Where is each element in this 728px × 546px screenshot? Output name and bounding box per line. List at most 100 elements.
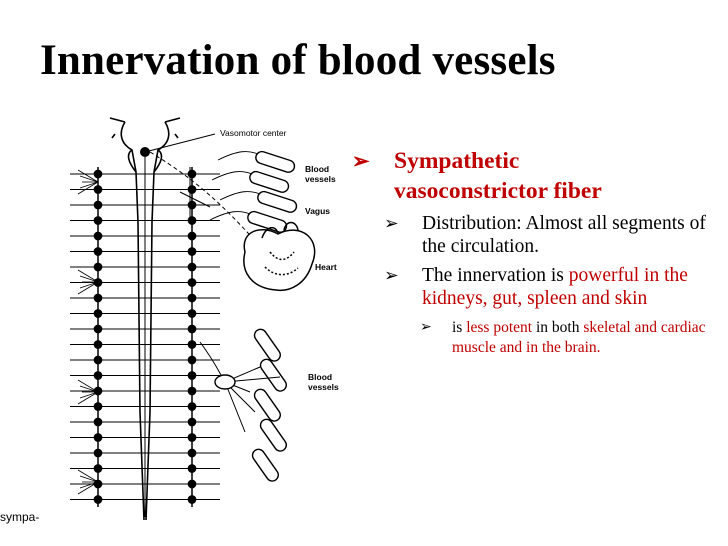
ganglion-dot — [93, 433, 103, 442]
ganglion-dot — [93, 231, 103, 241]
innervation-text: The innervation is — [422, 265, 569, 286]
nerve-ending — [79, 181, 99, 189]
vessel-icon — [257, 190, 298, 213]
bullet-arrow-icon: ➢ — [384, 265, 399, 285]
ganglion-dot — [187, 479, 197, 489]
nerve-ending — [77, 181, 99, 195]
ganglion-dot — [93, 324, 103, 334]
sub-text-2: in both — [532, 319, 584, 336]
vessel-icon — [253, 328, 281, 362]
ganglion-dot — [187, 448, 197, 458]
ganglion-dot — [187, 169, 197, 179]
label-blood-vessels-top-1: Blood — [305, 164, 329, 174]
nerve-ending — [77, 281, 99, 295]
ganglion-dot — [187, 433, 197, 442]
ganglion-dot — [187, 247, 197, 256]
ganglion-dot — [187, 402, 197, 411]
vessel-icon — [259, 418, 287, 452]
vessel-icon — [249, 170, 290, 193]
bullet-less-potent: ➢ is less potent in both skeletal and ca… — [420, 318, 722, 358]
slide-title: Innervation of blood vessels — [40, 37, 556, 84]
ganglion-dot — [187, 293, 197, 303]
nerve-ending — [79, 475, 99, 483]
corner-caption: sympa- — [0, 510, 40, 524]
ganglion-dot — [187, 216, 197, 225]
ganglion-dot — [93, 464, 103, 473]
ganglion-dot — [93, 216, 103, 225]
nerve-ending — [77, 391, 99, 405]
ganglion-dot — [187, 386, 197, 396]
vessel-icon — [259, 358, 287, 392]
ganglion-dot — [187, 231, 197, 241]
bullet-arrow-icon: ➢ — [352, 149, 370, 173]
nerve-ending — [79, 275, 99, 283]
vessel-icon — [251, 448, 279, 482]
ganglion-dot — [93, 417, 103, 427]
ganglion-dot — [93, 355, 103, 365]
nerve-to-vessel — [209, 211, 251, 221]
vessel-icon — [255, 150, 296, 173]
ganglion-dot — [187, 262, 197, 272]
label-blood-vessels-top-2: vessels — [305, 174, 336, 184]
ganglion-dot — [187, 185, 197, 194]
ganglion-dot — [93, 200, 103, 210]
ganglion-dot — [93, 448, 103, 458]
ganglion-dot — [93, 169, 103, 179]
ganglion-icon — [214, 374, 236, 390]
label-blood-vessels-bottom-1: Blood — [308, 372, 332, 382]
bullet-innervation: ➢ The innervation is powerful in the kid… — [382, 264, 722, 310]
bullet-arrow-icon: ➢ — [384, 213, 399, 233]
blood-vessels — [209, 150, 298, 482]
content-bullets: ➢ Sympathetic vasoconstrictor fiber ➢ Di… — [352, 146, 722, 358]
ganglion-dot — [187, 200, 197, 210]
vasomotor-pointer — [144, 133, 216, 153]
nerve-ending — [77, 269, 99, 283]
ganglion-dot — [93, 293, 103, 303]
sympathetic-chains — [70, 167, 220, 507]
nerve-ending — [77, 481, 99, 495]
ganglion-dot — [187, 340, 197, 349]
ganglion-dot — [187, 309, 197, 318]
ganglion-dot — [93, 185, 103, 194]
ganglion-dot — [93, 262, 103, 272]
vessel-icon — [247, 210, 288, 233]
heading-line-1: Sympathetic — [394, 148, 520, 174]
ganglion-dot — [187, 417, 197, 427]
innervation-highlight: powerful in the kidneys, gut, spleen and… — [422, 265, 688, 309]
label-blood-vessels-bottom-2: vessels — [308, 382, 339, 392]
heart-icon — [243, 221, 316, 292]
nerve-ending — [77, 379, 99, 393]
ganglion-dot — [187, 371, 197, 380]
ganglion-dot — [187, 278, 197, 287]
ganglion-dot — [93, 340, 103, 349]
ganglion-dot — [187, 324, 197, 334]
nerve-ending — [79, 281, 99, 289]
nerve-ending — [77, 469, 99, 483]
label-vasomotor-center: Vasomotor center — [220, 128, 287, 138]
nerve-ending — [79, 385, 99, 393]
sub-text-1: is — [452, 319, 467, 336]
diagram-svg: Vasomotor center Blood vessels Vagus Hea… — [70, 117, 339, 521]
nerve-ending — [79, 481, 99, 489]
sub-highlight-2: skeletal and cardiac muscle and in the b… — [452, 319, 706, 356]
heading-line-2: vasoconstrictor fiber — [394, 178, 602, 204]
ganglion-dot — [187, 464, 197, 473]
nerve-to-vessel — [211, 171, 253, 181]
nerve-ending — [77, 169, 99, 183]
nerve-to-vessel — [217, 151, 259, 161]
ganglion-dot — [93, 402, 103, 411]
bullet-sympathetic: ➢ Sympathetic vasoconstrictor fiber — [352, 146, 722, 206]
ganglion-dot — [93, 371, 103, 380]
nerve-ending — [79, 175, 99, 183]
ganglion-dot — [93, 495, 103, 504]
ganglion-dot — [187, 355, 197, 365]
sub-highlight-1: less potent — [466, 319, 533, 336]
bullet-distribution: ➢ Distribution: Almost all segments of t… — [382, 212, 722, 258]
sympathetic-innervation-diagram: Vasomotor center Blood vessels Vagus Hea… — [40, 112, 360, 527]
ganglion-dot — [93, 309, 103, 318]
label-heart: Heart — [315, 262, 337, 272]
nerve-ending — [79, 391, 99, 399]
ganglion-dot — [93, 247, 103, 256]
ganglion-dot — [187, 495, 197, 504]
bullet-arrow-icon: ➢ — [420, 320, 432, 335]
